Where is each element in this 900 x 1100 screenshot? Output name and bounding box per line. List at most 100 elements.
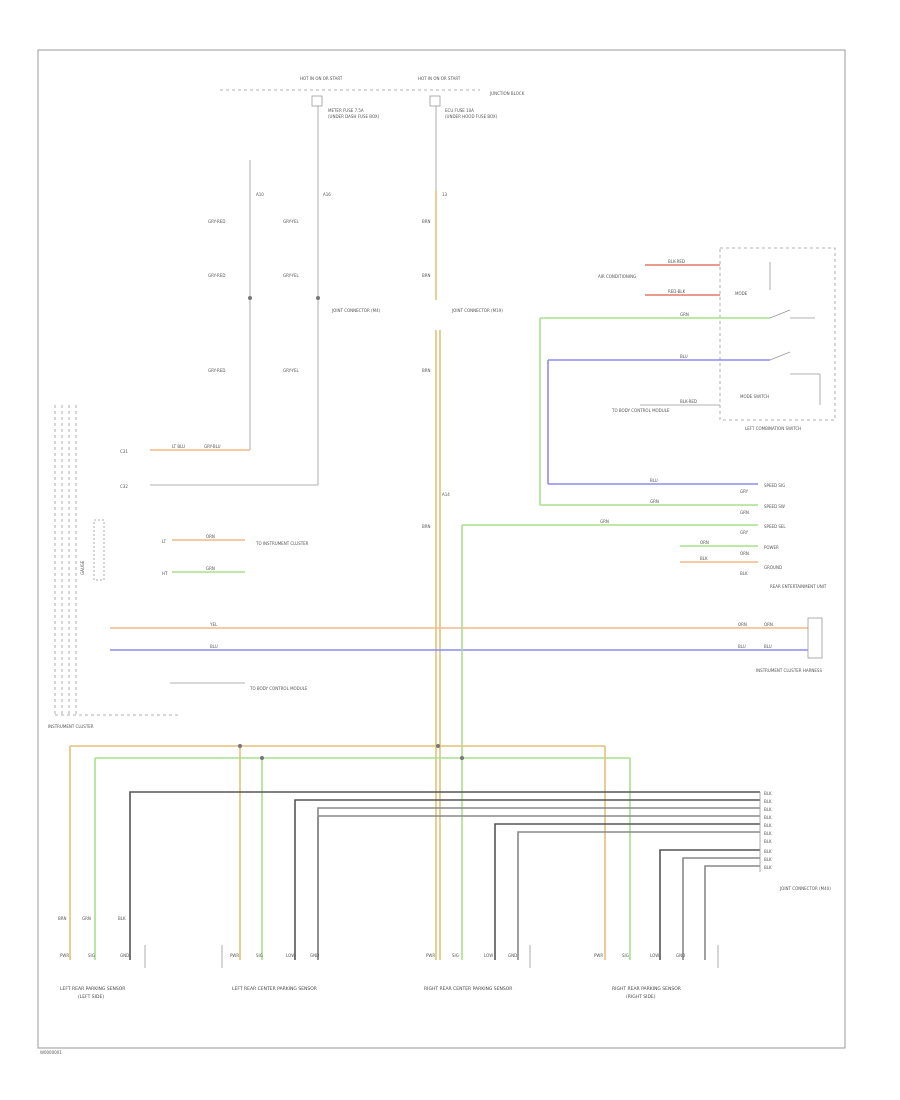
rc-signal-0: SPEED SIG: [764, 483, 785, 488]
switch-label: LEFT COMBINATION SWITCH: [745, 426, 801, 431]
instrument-cluster: INSTRUMENT CLUSTER GAUGE C31 C32 LT BLU …: [48, 405, 808, 729]
rc-signal-3: POWER: [764, 545, 779, 550]
signal-splice-1: [260, 756, 264, 760]
s2-pin-1: SIG: [256, 953, 263, 958]
s3-pin-0: PWR: [426, 953, 435, 958]
gl-8: BLK: [764, 857, 772, 862]
rc-signal-1: SPEED SW: [764, 504, 785, 509]
s1-pin-2: GND: [120, 953, 129, 958]
s1-pin-1: SIG: [88, 953, 95, 958]
ground-line-6: [659, 849, 760, 960]
hot-left-label: HOT IN ON OR START: [300, 76, 343, 81]
s4-pin-0: PWR: [594, 953, 603, 958]
power-splice-1: [238, 744, 242, 748]
s1-label: LEFT REAR PARKING SENSOR: [60, 986, 125, 992]
rc-signal-2: SPEED SEL: [764, 524, 786, 529]
s1-wire-1: GRN: [82, 916, 91, 921]
gl-0: BLK: [764, 791, 772, 796]
gauge-box: [93, 519, 105, 581]
power-splice-2: [436, 744, 440, 748]
rc-wire-2: GRN: [600, 519, 609, 524]
switch-box: [719, 247, 836, 421]
fuse-left-note: (UNDER DASH FUSE BOX): [328, 114, 380, 119]
center-wire4-label: BRN: [422, 524, 431, 529]
center-wire1-label: BRN: [422, 219, 431, 224]
s4-label: RIGHT REAR PARKING SENSOR: [612, 986, 681, 992]
s1-sub: (LEFT SIDE): [78, 994, 104, 1000]
gl-1: BLK: [764, 799, 772, 804]
rc-pin-1: GRN: [740, 510, 749, 515]
sensor-2: PWR SIG LOW GND LEFT REAR CENTER PARKING…: [221, 945, 319, 992]
left-joint-note: JOINT CONNECTOR (M4): [331, 308, 381, 313]
diagram-frame: [37, 49, 846, 1049]
gl-2: BLK: [764, 807, 772, 812]
harness-pin2: BLU: [738, 644, 746, 649]
joint-note: JOINT CONNECTOR (M40): [779, 886, 831, 891]
s1-pin-0: PWR: [60, 953, 69, 958]
s4-pin-3: GND: [676, 953, 685, 958]
s3-pin-3: GND: [508, 953, 517, 958]
switch-wire2-label: RED-BLK: [668, 289, 686, 294]
s4-pin-1: SIG: [622, 953, 629, 958]
switch-wire4-label: BLU: [680, 354, 688, 359]
cluster-pin1: C31: [120, 449, 128, 454]
switch-note2: TO BODY CONTROL MODULE: [611, 408, 670, 413]
switch-box-label: MODE: [735, 291, 748, 296]
s2-pin-2: LOW: [286, 953, 295, 958]
long-orange-label: YEL: [209, 622, 218, 627]
s2-label: LEFT REAR CENTER PARKING SENSOR: [232, 986, 317, 992]
gl-3: BLK: [764, 815, 772, 820]
rc-wire-1: GRN: [650, 499, 659, 504]
switch-contact-2: [769, 351, 791, 361]
ground-line-2: [317, 807, 760, 960]
ground-line-3: [317, 815, 760, 960]
center-wire3-label: BRN: [422, 368, 431, 373]
rc-signal-4: GROUND: [764, 565, 782, 570]
harness-wire2: BLU: [764, 644, 772, 649]
rc-pin-0: GRY: [740, 489, 749, 494]
junction-label: JUNCTION BLOCK: [489, 91, 525, 96]
long-blue-label: BLU: [210, 644, 218, 649]
ground-line-5: [517, 831, 760, 960]
fuse-right-label: ECU FUSE 10A: [445, 108, 474, 113]
rc-pin-3: ORN: [740, 551, 749, 556]
left-pin-a: A10: [256, 192, 264, 197]
fuse-left-symbol: [311, 95, 323, 107]
s1-wire-0: BRN: [58, 916, 67, 921]
sensor-1: BRN GRN BLK PWR SIG GND LEFT REAR PARKIN…: [58, 916, 146, 1000]
cluster-wire-a: LT BLU: [172, 444, 185, 449]
footer-code: W0000001: [40, 1050, 62, 1055]
right-connector-label: REAR ENTERTAINMENT UNIT: [770, 584, 827, 589]
rc-wire-4: BLK: [700, 556, 708, 561]
left-pin-b: A16: [323, 192, 331, 197]
instrument-harness-connector: ORN BLU ORN BLU INSTRUMENT CLUSTER HARNE…: [738, 617, 823, 673]
ground-line-8: [704, 865, 760, 960]
left-combination-switch: LEFT COMBINATION SWITCH MODE MODE SWITCH…: [540, 247, 836, 431]
cluster-pin2: C32: [120, 484, 128, 489]
top-power-section: HOT IN ON OR START HOT IN ON OR START JU…: [220, 76, 525, 119]
cluster-pin3: LT: [162, 539, 167, 544]
harness-label: INSTRUMENT CLUSTER HARNESS: [756, 668, 822, 673]
cluster-ground-note: TO INSTRUMENT CLUSTER: [255, 541, 309, 546]
left-splice-dot-2: [248, 296, 252, 300]
ht-wire-label: GRN: [206, 566, 215, 571]
fuse-right-symbol: [429, 95, 441, 107]
s3-pin-2: LOW: [484, 953, 493, 958]
harness-wire1: ORN: [764, 622, 773, 627]
ground-line-1: [294, 799, 760, 960]
gl-4: BLK: [764, 823, 772, 828]
s3-pin-1: SIG: [452, 953, 459, 958]
left-column-wiring: GRY-RED GRY-RED GRY-RED GRY-YEL GRY-YEL …: [150, 106, 381, 486]
s4-pin-2: LOW: [650, 953, 659, 958]
left-wire4-label: GRY-YEL: [283, 219, 300, 224]
left-wire3-label: GRY-RED: [208, 368, 225, 373]
rc-pin-2: GRY: [740, 530, 749, 535]
switch-wire5-label: BLK-RED: [680, 399, 697, 404]
bottom-sensor-bus: BLK BLK BLK BLK BLK BLK BLK BLK BLK BLK …: [69, 744, 831, 960]
harness-plug: [807, 617, 823, 659]
switch-wire1-label: BLK-RED: [668, 259, 685, 264]
rc-wire-3: ORN: [700, 540, 709, 545]
gl-6: BLK: [764, 839, 772, 844]
s2-pin-3: GND: [310, 953, 319, 958]
left-wire5-label: GRY-YEL: [283, 273, 300, 278]
